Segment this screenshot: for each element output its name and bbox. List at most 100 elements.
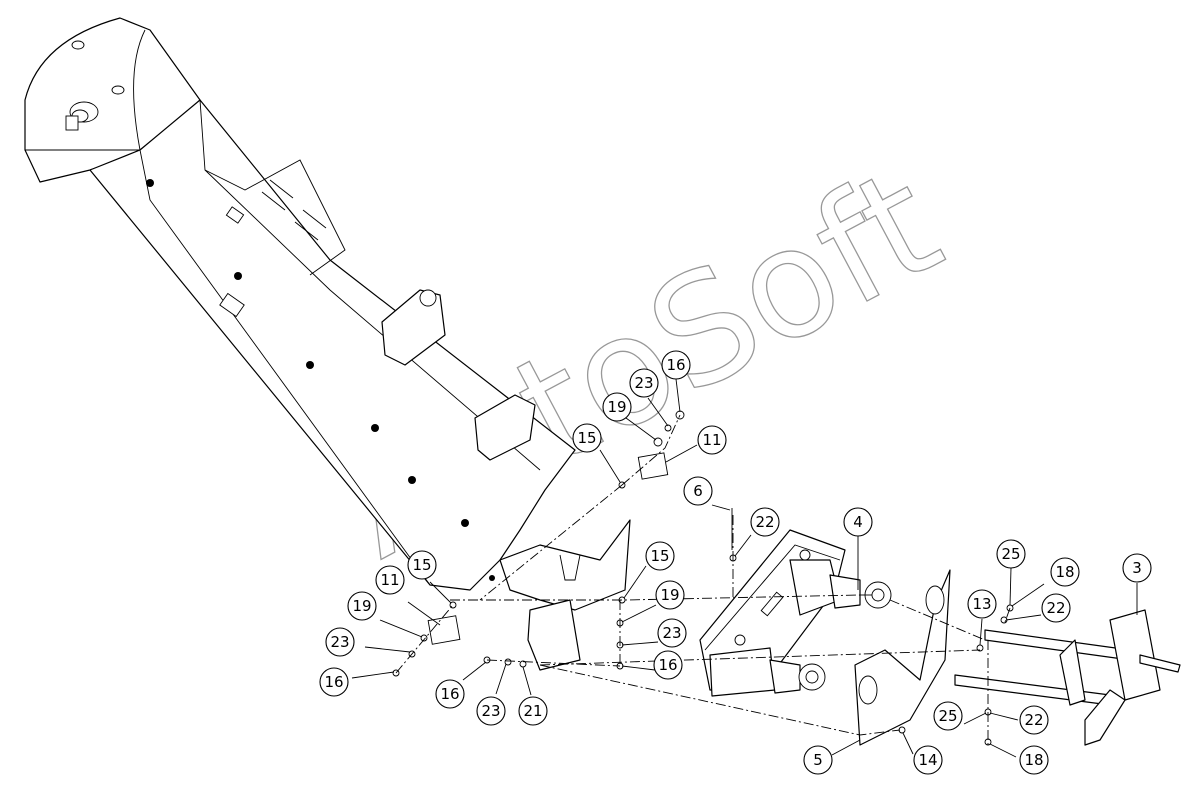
frame-lower-rail — [954, 674, 1111, 706]
fasteners — [392, 410, 1014, 746]
svg-text:15: 15 — [577, 429, 596, 447]
svg-text:22: 22 — [755, 513, 774, 531]
callout-19-mid: 19 — [655, 580, 685, 610]
callout-22-mid: 22 — [750, 507, 780, 537]
svg-text:22: 22 — [1046, 599, 1065, 617]
svg-text:16: 16 — [440, 685, 459, 703]
lower-shaft-housing — [769, 659, 801, 694]
mid-mount-bracket — [381, 289, 446, 366]
upper-shaft-housing — [829, 574, 861, 609]
frame-foot — [1084, 689, 1126, 746]
callout-3: 3 — [1122, 553, 1152, 583]
svg-text:19: 19 — [607, 398, 626, 416]
leader-lines — [351, 378, 1138, 758]
svg-text:5: 5 — [813, 751, 823, 769]
callout-18-bottom: 18 — [1019, 745, 1049, 775]
lower-gearbox — [709, 647, 776, 697]
callout-19-left: 19 — [347, 591, 377, 621]
side-plate-outline — [854, 569, 951, 746]
base-frame — [954, 609, 1181, 746]
svg-text:15: 15 — [650, 547, 669, 565]
tube-bolt-holes — [146, 179, 495, 581]
plate-11-top — [637, 452, 669, 480]
callout-18-top: 18 — [1050, 557, 1080, 587]
callout-25-bottom: 25 — [933, 701, 963, 731]
svg-text:3: 3 — [1132, 559, 1142, 577]
svg-text:6: 6 — [693, 482, 703, 500]
callout-16-bottom: 16 — [435, 679, 465, 709]
lower-sprocket-icon — [798, 663, 826, 691]
svg-text:23: 23 — [634, 374, 653, 392]
callout-23-bottom: 23 — [476, 696, 506, 726]
head-shaft-icon — [65, 101, 99, 131]
gearbox-frame-edge — [704, 544, 841, 651]
hood-seam — [133, 29, 146, 151]
callout-16-left: 16 — [319, 667, 349, 697]
tube-top-edge — [199, 99, 541, 471]
callout-22-bottom: 22 — [1019, 705, 1049, 735]
svg-text:19: 19 — [660, 586, 679, 604]
svg-text:11: 11 — [702, 431, 721, 449]
tube-clip — [225, 206, 245, 224]
callout-23-mid: 23 — [657, 618, 687, 648]
svg-text:23: 23 — [481, 702, 500, 720]
callout-5: 5 — [803, 745, 833, 775]
callout-6: 6 — [683, 476, 713, 506]
frame-hitch — [1139, 654, 1181, 673]
gearbox-cap-upper — [799, 549, 811, 561]
svg-text:18: 18 — [1055, 563, 1074, 581]
callout-15-mid: 15 — [645, 541, 675, 571]
hood-stud — [111, 85, 125, 95]
boot-lower-plate — [527, 599, 581, 671]
svg-text:16: 16 — [666, 356, 685, 374]
callout-14: 14 — [913, 745, 943, 775]
callout-4: 4 — [843, 507, 873, 537]
callout-15-top: 15 — [572, 423, 602, 453]
svg-text:11: 11 — [380, 571, 399, 589]
tube-tab — [219, 292, 245, 318]
callout-25-top: 25 — [996, 539, 1026, 569]
svg-text:18: 18 — [1024, 751, 1043, 769]
callout-11-left: 11 — [375, 565, 405, 595]
boot-upper-plate — [499, 519, 631, 611]
assembly-centerlines — [395, 414, 1011, 745]
svg-text:25: 25 — [1001, 545, 1020, 563]
gearbox-cap — [734, 634, 746, 646]
svg-text:23: 23 — [330, 633, 349, 651]
inspection-panel-outline — [204, 159, 346, 276]
svg-text:13: 13 — [972, 595, 991, 613]
svg-text:4: 4 — [853, 513, 863, 531]
side-plate — [854, 569, 951, 746]
elevator-chute — [24, 17, 576, 591]
inspection-slots — [261, 179, 327, 241]
callout-21: 21 — [518, 696, 548, 726]
elevator-boot — [499, 519, 631, 671]
frame-upper-rail — [984, 629, 1131, 661]
plate-11-left — [427, 615, 461, 645]
svg-text:21: 21 — [523, 702, 542, 720]
lower-mount-bracket — [474, 394, 536, 461]
callout-16-top: 16 — [661, 350, 691, 380]
gearbox-assembly — [699, 529, 892, 697]
callout-23-left: 23 — [325, 627, 355, 657]
svg-text:19: 19 — [352, 597, 371, 615]
callout-13: 13 — [967, 589, 997, 619]
svg-text:15: 15 — [412, 556, 431, 574]
bracket-eye-icon — [419, 289, 437, 307]
upper-sprocket-icon — [860, 581, 892, 609]
elevator-tube — [89, 99, 576, 591]
boot-slot — [559, 554, 581, 581]
svg-text:16: 16 — [658, 656, 677, 674]
frame-upright — [1109, 609, 1161, 701]
callout-15-left: 15 — [407, 550, 437, 580]
tube-side-edge — [139, 149, 431, 586]
callout-11-top: 11 — [697, 425, 727, 455]
callout-16-mid: 16 — [653, 650, 683, 680]
frame-slot — [760, 591, 784, 617]
frame-cross-member — [1059, 639, 1086, 706]
hood-top-cap — [71, 40, 85, 50]
side-plate-upper-hole — [925, 585, 945, 615]
svg-text:22: 22 — [1024, 711, 1043, 729]
